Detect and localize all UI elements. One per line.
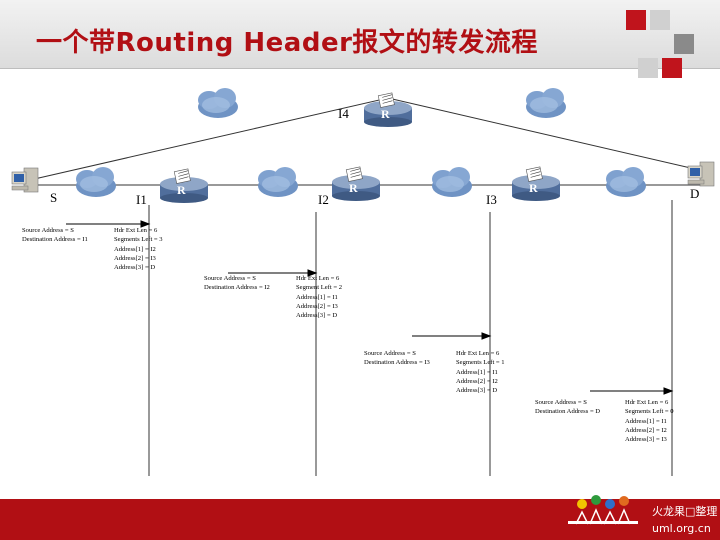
- ipv6-header: Source Address = S Destination Address =…: [204, 274, 270, 293]
- cloud-icon: [258, 167, 298, 197]
- address-2: Address[2] = I2: [456, 377, 498, 385]
- segments-left: Segments Left = 0: [625, 408, 674, 416]
- source-address: Source Address = S: [22, 227, 74, 234]
- hdr-ext-len: Hdr Ext Len = 6: [114, 227, 158, 234]
- cloud-icon: [76, 167, 116, 197]
- address-1: Address[1] = I1: [625, 417, 667, 425]
- address-2: Address[2] = I2: [625, 426, 667, 434]
- node-label-i4: I4: [338, 106, 349, 121]
- hdr-ext-len: Hdr Ext Len = 6: [296, 275, 340, 282]
- address-2: Address[2] = I3: [296, 302, 338, 310]
- segments-left: Segment Left = 2: [296, 284, 343, 292]
- address-3: Address[3] = D: [456, 387, 498, 395]
- destination-address: Destination Address = I1: [22, 236, 88, 244]
- source-address: Source Address = S: [204, 275, 256, 282]
- address-3: Address[3] = D: [114, 264, 156, 272]
- footer-url: uml.org.cn: [652, 522, 711, 535]
- node-label-s: S: [50, 190, 58, 205]
- routing-header: Hdr Ext Len = 6 Segments Left = 3 Addres…: [114, 226, 163, 272]
- segments-left: Segments Left = 3: [114, 236, 163, 244]
- packet-arrows: [66, 220, 674, 395]
- deco-square: [626, 10, 646, 30]
- address-2: Address[2] = I3: [114, 254, 156, 262]
- cloud-icon: [606, 167, 646, 197]
- router-badge: R: [381, 107, 390, 121]
- address-3: Address[3] = D: [296, 312, 338, 320]
- cloud-icon: [432, 167, 472, 197]
- slide-title: 一个带Routing Header报文的转发流程: [36, 28, 538, 58]
- router-badge: R: [177, 183, 186, 197]
- node-label-i2: I2: [318, 192, 329, 207]
- timelines: [148, 200, 673, 476]
- address-1: Address[1] = I1: [456, 368, 498, 376]
- ipv6-header: Source Address = S Destination Address =…: [22, 226, 88, 245]
- router-badge: R: [529, 181, 538, 195]
- address-1: Address[1] = I1: [296, 293, 338, 301]
- cloud-icon: [526, 88, 566, 118]
- deco-square: [638, 58, 658, 78]
- destination-address: Destination Address = I2: [204, 284, 270, 292]
- router-badge: R: [349, 181, 358, 195]
- address-3: Address[3] = I3: [625, 436, 667, 444]
- hdr-ext-len: Hdr Ext Len = 6: [625, 399, 669, 406]
- address-1: Address[1] = I2: [114, 245, 156, 253]
- ipv6-header: Source Address = S Destination Address =…: [535, 398, 600, 417]
- hdr-ext-len: Hdr Ext Len = 6: [456, 350, 500, 357]
- footer-logo: [568, 495, 638, 525]
- routing-header: Hdr Ext Len = 6 Segments Left = 0 Addres…: [625, 398, 674, 444]
- cloud-icon: [198, 88, 238, 118]
- deco-square: [650, 10, 670, 30]
- destination-address: Destination Address = D: [535, 408, 601, 416]
- deco-square: [674, 34, 694, 54]
- footer-brand: 火龙果□整理: [652, 505, 718, 518]
- node-label-i3: I3: [486, 192, 497, 207]
- computer-icon: [687, 161, 715, 187]
- destination-address: Destination Address = I3: [364, 359, 430, 367]
- ipv6-header: Source Address = S Destination Address =…: [364, 349, 430, 368]
- segments-left: Segments Left = 1: [456, 359, 505, 367]
- routing-header: Hdr Ext Len = 6 Segment Left = 2 Address…: [296, 274, 342, 320]
- node-label-i1: I1: [136, 192, 147, 207]
- deco-square: [662, 58, 682, 78]
- computer-icon: [11, 167, 39, 193]
- title-bar: 一个带Routing Header报文的转发流程: [0, 0, 720, 69]
- source-address: Source Address = S: [364, 350, 416, 357]
- source-address: Source Address = S: [535, 399, 587, 406]
- routing-header: Hdr Ext Len = 6 Segments Left = 1 Addres…: [456, 349, 505, 395]
- node-label-d: D: [690, 186, 700, 201]
